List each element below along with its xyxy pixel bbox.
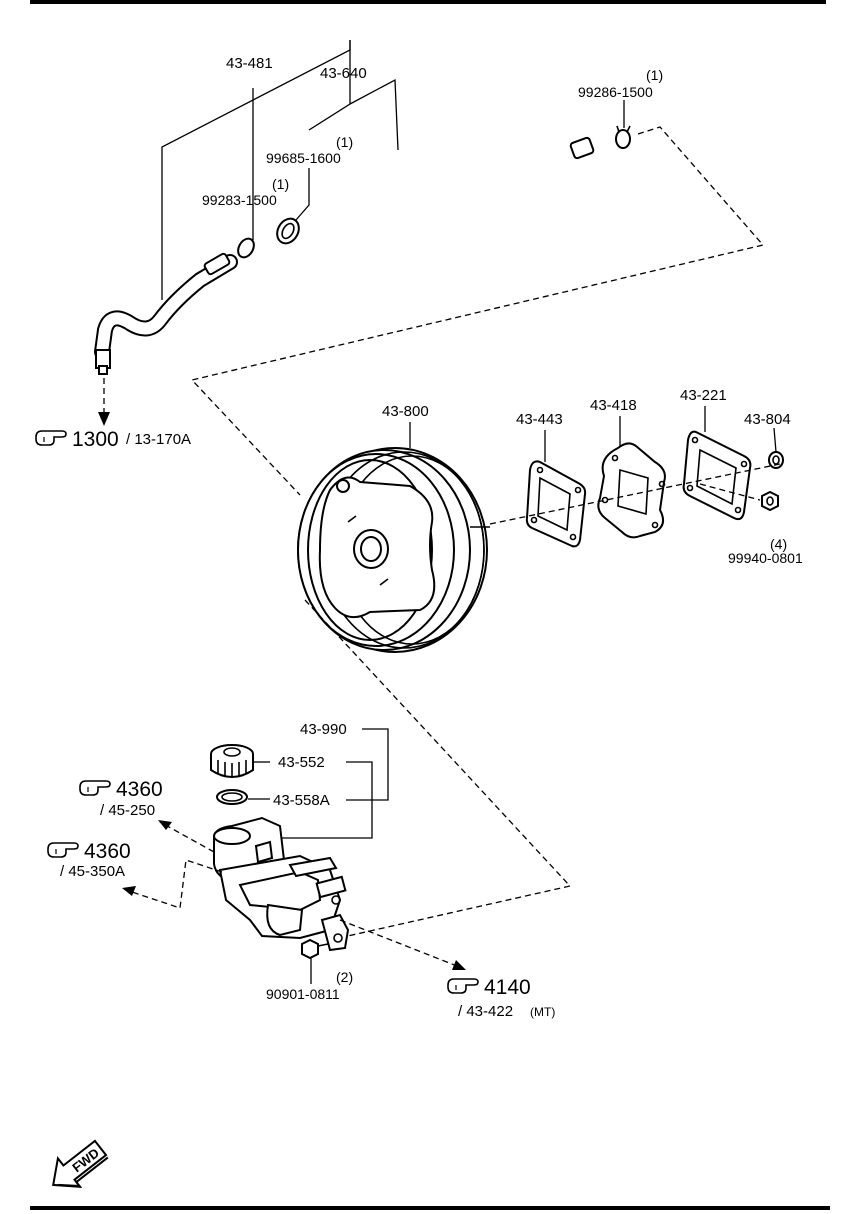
label-43-990: 43-990 xyxy=(300,721,347,738)
label-43-800: 43-800 xyxy=(382,403,429,420)
label-43-418: 43-418 xyxy=(590,397,637,414)
label-99685-1600: 99685-1600 xyxy=(266,150,341,166)
label-99940-0801: 99940-0801 xyxy=(728,550,803,566)
ref-4140-note: (MT) xyxy=(530,1005,555,1019)
label-90901-0811: 90901-0811 xyxy=(266,986,340,1002)
gasket-43-443 xyxy=(525,460,587,548)
label-43-804: 43-804 xyxy=(744,411,791,428)
pointer-hand-icon xyxy=(447,978,479,994)
label-99286-1500: 99286-1500 xyxy=(578,84,653,100)
part-labels: 43-481 43-640 (1) 99286-1500 (1) 99685-1… xyxy=(202,55,803,1002)
ref-4360-b: 4360 / 45-350A xyxy=(47,840,131,880)
ref-1300-sub: / 13-170A xyxy=(126,431,191,448)
ref-1300-number: 1300 xyxy=(72,428,119,451)
label-43-558A: 43-558A xyxy=(273,792,330,809)
ref-1300: 1300 / 13-170A xyxy=(35,428,191,451)
ref-4360-a-sub: / 45-250 xyxy=(100,802,155,819)
ref-4360-b-sub: / 45-350A xyxy=(60,863,125,880)
label-43-552: 43-552 xyxy=(278,754,325,771)
label-43-640: 43-640 xyxy=(320,65,367,82)
label-43-221: 43-221 xyxy=(680,387,727,404)
booster-leader-lines xyxy=(304,406,781,941)
vacuum-hose-assembly xyxy=(94,122,631,375)
label-99685-qty: (1) xyxy=(336,134,353,150)
ref-4360-a: 4360 / 45-250 xyxy=(79,778,163,819)
label-43-481: 43-481 xyxy=(226,55,273,72)
master-cylinder xyxy=(210,744,350,960)
ref-4140-number: 4140 xyxy=(484,976,531,999)
top-border xyxy=(30,0,826,4)
label-99283-qty: (1) xyxy=(272,176,289,192)
nut-99940-0801 xyxy=(761,490,779,512)
nut-43-804 xyxy=(768,451,784,469)
label-99286-qty: (1) xyxy=(646,67,663,83)
fwd-arrow-icon: FWD xyxy=(52,1139,109,1188)
pointer-hand-icon xyxy=(79,780,111,796)
hose-leader-lines xyxy=(98,40,765,496)
pointer-hand-icon xyxy=(35,430,67,446)
bottom-border xyxy=(30,1206,830,1210)
label-99283-1500: 99283-1500 xyxy=(202,192,277,208)
ref-4360-b-number: 4360 xyxy=(84,840,131,863)
ref-4140-sub: / 43-422 xyxy=(458,1003,513,1020)
ref-4360-a-number: 4360 xyxy=(116,778,163,801)
label-90901-qty: (2) xyxy=(336,969,353,985)
brake-booster xyxy=(297,447,490,653)
gasket-43-221 xyxy=(682,430,752,521)
gasket-43-418 xyxy=(597,442,666,539)
ref-4140: 4140 / 43-422 (MT) xyxy=(447,976,555,1020)
master-cylinder-leader-lines xyxy=(122,728,466,984)
label-99940-qty: (4) xyxy=(770,536,787,552)
pointer-hand-icon xyxy=(47,842,79,858)
label-43-443: 43-443 xyxy=(516,411,563,428)
